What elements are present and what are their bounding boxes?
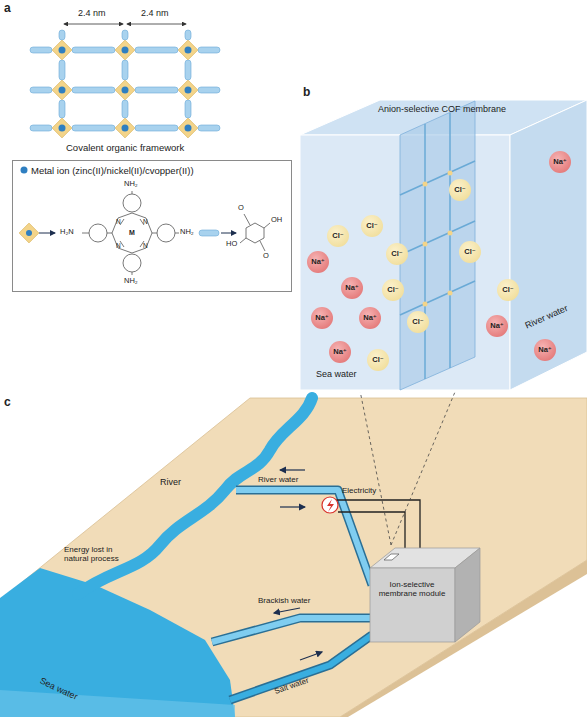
ion-label: Na⁺ <box>363 314 377 322</box>
ion-circle: Na⁺ <box>549 151 571 173</box>
cof-nodes <box>52 40 198 138</box>
ion-label: Na⁺ <box>538 346 552 354</box>
text-label: N <box>143 242 148 249</box>
node-label: Anion-selective COF membrane <box>378 105 506 115</box>
text-label: OH <box>271 216 282 224</box>
text-label: River water <box>258 476 298 485</box>
text-label: M <box>129 229 135 237</box>
panel-letter: a <box>4 2 11 15</box>
legend-box: Metal ion (zinc(II)/nickel(II)/cvopper(I… <box>12 160 292 292</box>
ion-circle: Cl⁻ <box>449 179 471 201</box>
ion-circle: Cl⁻ <box>382 279 404 301</box>
text-label: Electricity <box>342 487 376 496</box>
ion-label: Cl⁻ <box>464 248 475 256</box>
ion-circle: Na⁺ <box>359 307 381 329</box>
ion-circle: Cl⁻ <box>327 225 349 247</box>
ion-label: Na⁺ <box>315 314 329 322</box>
ion-circle: Cl⁻ <box>386 243 408 265</box>
ion-circle: Cl⁻ <box>407 311 429 333</box>
ion-circle: Cl⁻ <box>497 279 519 301</box>
ion-circle: Na⁺ <box>311 307 333 329</box>
ion-circle: Na⁺ <box>341 277 363 299</box>
flow-arrows <box>274 470 322 660</box>
node-label: Metal ion (zinc(II)/nickel(II)/cvopper(I… <box>31 166 194 176</box>
text-label: Covalent organic framework <box>66 143 184 153</box>
text-label: Sea water <box>38 676 79 702</box>
text-label: O <box>238 204 244 212</box>
text-label: N <box>116 218 121 225</box>
ion-label: Na⁺ <box>333 348 347 356</box>
linker-structure <box>240 214 270 251</box>
ion-circle: Cl⁻ <box>367 349 389 371</box>
text-label: Sea water <box>316 370 357 380</box>
text-label: N <box>143 218 148 225</box>
linker-symbol <box>199 230 236 236</box>
ion-label: Cl⁻ <box>412 318 423 326</box>
ion-label: Cl⁻ <box>391 250 402 258</box>
ion-label: Cl⁻ <box>454 186 465 194</box>
node-label: Ion-selective membrane module <box>372 581 452 599</box>
text-label: Energy lost in natural process <box>64 546 136 564</box>
shape-box: Ion-selective membrane module <box>368 545 483 645</box>
text-label: O <box>263 252 269 260</box>
text-label: River <box>160 478 181 488</box>
ion-label: Cl⁻ <box>387 286 398 294</box>
text-label: Brackish water <box>258 597 310 606</box>
dimension-arrows <box>64 24 186 25</box>
ion-circle: Na⁺ <box>307 251 329 273</box>
ion-label: Na⁺ <box>345 284 359 292</box>
text-label: NH₂ <box>180 228 194 236</box>
text-label: 2.4 nm <box>141 9 169 19</box>
panel-letter: c <box>4 396 11 409</box>
electricity-symbol <box>322 497 338 513</box>
text-label: NH₂ <box>124 277 138 285</box>
water-channels <box>212 490 372 700</box>
ion-label: Na⁺ <box>311 258 325 266</box>
ion-label: Cl⁻ <box>332 232 343 240</box>
zoom-line <box>360 392 391 545</box>
ion-circle: Na⁺ <box>486 315 508 337</box>
text-label: Salt water <box>274 677 311 697</box>
shape-box: Anion-selective COF membraneNa⁺ Na⁺ Na⁺ Na⁺… <box>300 98 587 392</box>
landscape <box>0 398 587 717</box>
text-label: H₂N <box>60 228 74 236</box>
text-label: N <box>116 242 121 249</box>
ion-circle: Na⁺ <box>329 341 351 363</box>
cof-grid <box>30 30 220 131</box>
ion-label: Na⁺ <box>553 158 567 166</box>
text-label: HO <box>226 240 237 248</box>
text-label: 2.4 nm <box>78 9 106 19</box>
zoom-line <box>391 392 455 545</box>
ion-label: Cl⁻ <box>502 286 513 294</box>
ion-label: Cl⁻ <box>372 356 383 364</box>
ion-label: Cl⁻ <box>366 222 377 230</box>
metal-dot <box>21 167 28 174</box>
text-label: NH₂ <box>124 180 138 188</box>
ion-label: Na⁺ <box>490 322 504 330</box>
ion-circle: Na⁺ <box>534 339 556 361</box>
ion-circle: Cl⁻ <box>361 215 383 237</box>
ion-circle: Cl⁻ <box>459 241 481 263</box>
porphyrin-structure <box>82 191 179 275</box>
panel-letter: b <box>303 86 310 99</box>
node-symbol <box>19 223 55 243</box>
